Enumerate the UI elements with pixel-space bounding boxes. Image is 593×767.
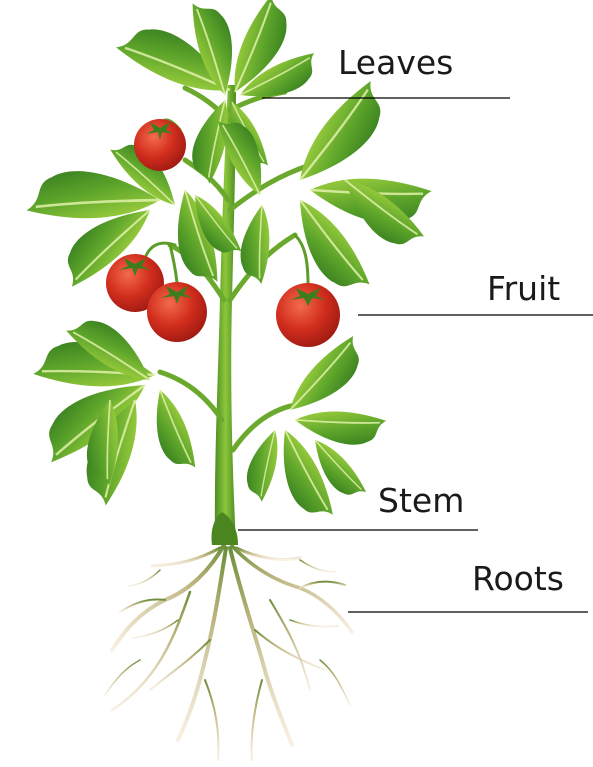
tomato	[276, 283, 340, 347]
roots	[105, 545, 352, 760]
roots-label: Roots	[472, 562, 564, 595]
tomato	[147, 282, 207, 342]
pointer-lines	[238, 98, 593, 612]
tomato	[134, 119, 186, 171]
stem-label: Stem	[378, 484, 464, 517]
leaves-label: Leaves	[338, 46, 453, 79]
fruit-label: Fruit	[487, 272, 560, 305]
